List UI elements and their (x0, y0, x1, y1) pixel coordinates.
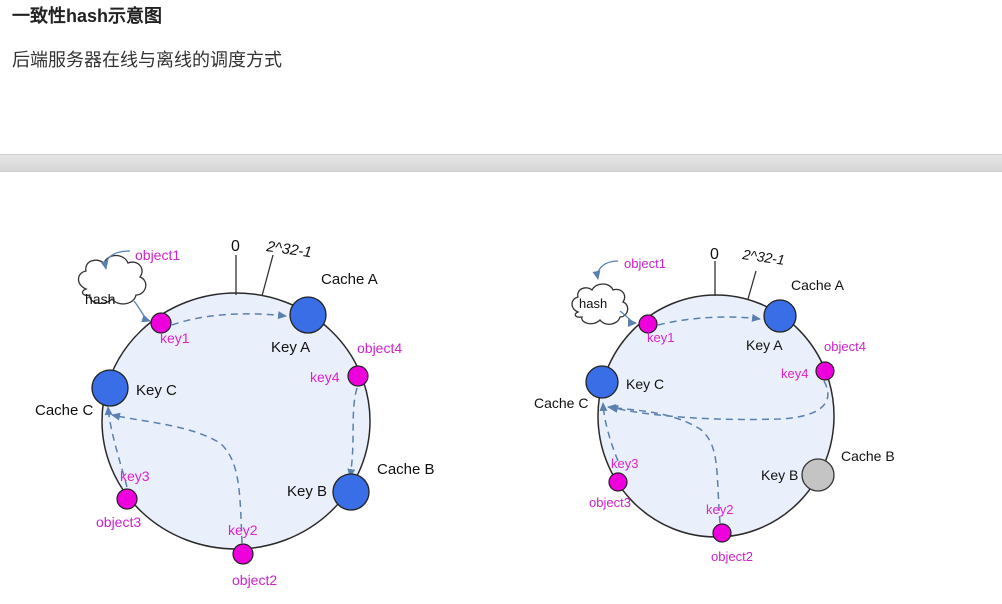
left-cacheA-label: Cache A (321, 271, 378, 288)
left-key1-label: key1 (160, 330, 190, 346)
right-max-tick (747, 270, 757, 300)
left-object4-label: object4 (357, 340, 402, 356)
right-cacheC-node (585, 365, 619, 399)
right-object2-label: object2 (711, 549, 753, 564)
right-cacheA-node (763, 299, 797, 333)
left-key3-to-cacheC-path (104, 406, 128, 488)
right-key4-node (815, 361, 835, 381)
right-key4-label: key4 (781, 366, 808, 381)
left-key4-node (347, 365, 369, 387)
left-hash-label: hash (85, 291, 115, 307)
right-key1-label: key1 (647, 330, 674, 345)
right-hash-cloud (571, 283, 629, 325)
right-max-label: 2^32-1 (741, 246, 786, 268)
left-max-tick (261, 254, 274, 297)
left-key2-node (232, 543, 254, 565)
left-object3-label: object3 (96, 514, 141, 530)
right-key1-node (638, 314, 658, 334)
right-key2-label: key2 (706, 502, 733, 517)
right-keyC-label: Key C (626, 376, 664, 392)
right-cacheB-label: Cache B (841, 448, 895, 464)
right-diagram: 0 2^32-1 hash object1 key1 key4 object4 … (534, 246, 895, 564)
left-zero-label: 0 (231, 238, 240, 255)
right-object3-label: object3 (589, 495, 631, 510)
left-diagram: 0 2^32-1 hash object1 key1 key4 object4 … (35, 238, 435, 588)
right-key3-label: key3 (611, 456, 638, 471)
left-keyB-label: Key B (287, 483, 327, 500)
left-key4-label: key4 (310, 369, 340, 385)
right-object1-label: object1 (624, 256, 666, 271)
right-keyB-label: Key B (761, 467, 798, 483)
right-key3-node (608, 472, 628, 492)
left-key2-label: key2 (228, 522, 258, 538)
right-key3-to-cacheC-path (599, 402, 619, 462)
diagram-svg: 0 2^32-1 hash object1 key1 key4 object4 … (35, 238, 895, 588)
right-key4-to-cacheC-path (609, 380, 829, 421)
left-keyA-label: Key A (271, 339, 310, 356)
right-keyA-label: Key A (746, 337, 783, 353)
left-object2-label: object2 (232, 572, 277, 588)
left-max-label: 2^32-1 (264, 238, 312, 261)
right-key2-node (712, 523, 732, 543)
right-cacheB-node (801, 458, 835, 492)
left-key1-to-cacheA-path (171, 311, 287, 326)
left-key4-to-cacheB-path (347, 387, 358, 478)
left-cacheB-node (332, 473, 370, 511)
left-key1-node (150, 312, 172, 334)
right-hash-label: hash (579, 296, 607, 311)
left-object1-label: object1 (135, 247, 180, 263)
right-key2-to-cacheC-path (607, 404, 721, 524)
right-hash-to-key1-arrow (619, 310, 637, 327)
page-subtitle: 后端服务器在线与离线的调度方式 (12, 50, 282, 70)
right-cacheA-label: Cache A (791, 277, 845, 293)
right-zero-label: 0 (710, 246, 719, 263)
section-divider (0, 154, 1002, 172)
left-key3-node (116, 488, 138, 510)
page-title: 一致性hash示意图 (12, 6, 163, 26)
left-object1-arrow (100, 250, 131, 270)
left-cacheA-node (289, 296, 327, 334)
left-keyC-label: Key C (136, 382, 177, 399)
consistent-hash-figure: 0 2^32-1 hash object1 key1 key4 object4 … (0, 171, 1002, 599)
left-key3-label: key3 (120, 468, 150, 484)
right-object4-label: object4 (824, 339, 866, 354)
right-cacheC-label: Cache C (534, 395, 588, 411)
left-cacheC-node (91, 369, 129, 407)
right-hash-ring (597, 294, 835, 538)
left-hash-cloud (77, 254, 147, 305)
left-key2-to-cacheC-path (111, 412, 243, 544)
left-hash-to-key1-arrow (133, 300, 151, 323)
right-key1-to-cacheA-path (657, 313, 761, 326)
right-object1-arrow (592, 260, 619, 280)
left-cacheC-label: Cache C (35, 402, 94, 419)
left-cacheB-label: Cache B (377, 461, 435, 478)
